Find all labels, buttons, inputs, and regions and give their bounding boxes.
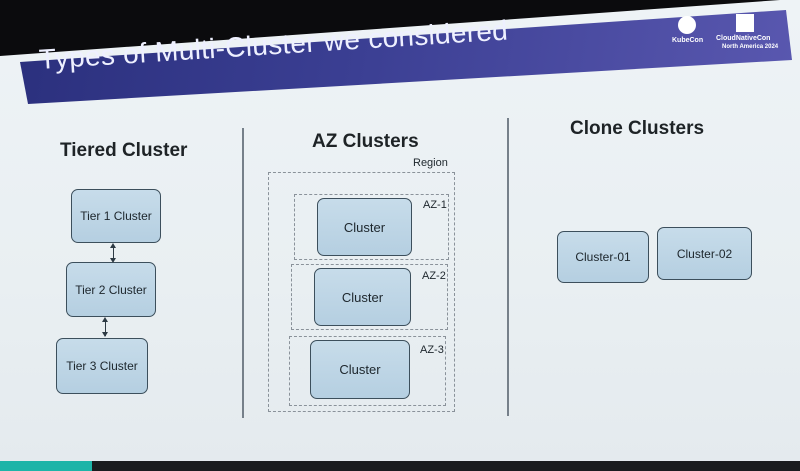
az-2-cluster-box: Cluster — [314, 268, 411, 326]
tier-1-2-connector — [113, 246, 114, 261]
region-boundary — [268, 172, 455, 412]
az-1-cluster-box: Cluster — [317, 198, 412, 256]
az-3-zone — [289, 336, 446, 406]
az-heading: AZ Clusters — [312, 131, 419, 152]
cncf-logo-icon — [736, 14, 754, 32]
az-1-zone — [294, 194, 449, 260]
column-separator-2 — [507, 118, 509, 416]
kubecon-logo-text: KubeCon — [672, 37, 704, 44]
clone-heading: Clone Clusters — [570, 118, 705, 139]
clone-cluster-01-box: Cluster-01 — [557, 231, 649, 283]
az-3-label: AZ-3 — [420, 344, 444, 356]
tiered-heading: Tiered Cluster — [60, 140, 188, 161]
connector-arrow-down-icon — [102, 332, 108, 337]
tier-2-box: Tier 2 Cluster — [66, 262, 156, 317]
az-1-label: AZ-1 — [423, 199, 447, 211]
az-2-label: AZ-2 — [422, 270, 446, 282]
accent-bar — [0, 461, 92, 471]
clone-cluster-02-box: Cluster-02 — [657, 227, 752, 280]
bottom-edge — [92, 461, 800, 471]
column-separator-1 — [242, 128, 244, 418]
az-3-cluster-box: Cluster — [310, 340, 410, 399]
event-logo-text: North America 2024 — [722, 44, 779, 50]
connector-arrow-down-icon — [110, 258, 116, 263]
tier-1-box: Tier 1 Cluster — [71, 189, 161, 243]
kubecon-logo-icon — [678, 16, 696, 34]
cloudnativecon-logo-text: CloudNativeCon — [716, 35, 771, 42]
tier-2-3-connector — [105, 320, 106, 336]
tier-3-box: Tier 3 Cluster — [56, 338, 148, 394]
connector-arrow-up-icon — [110, 243, 116, 248]
az-2-zone — [291, 264, 448, 330]
region-label: Region — [413, 157, 448, 169]
connector-arrow-up-icon — [102, 317, 108, 322]
